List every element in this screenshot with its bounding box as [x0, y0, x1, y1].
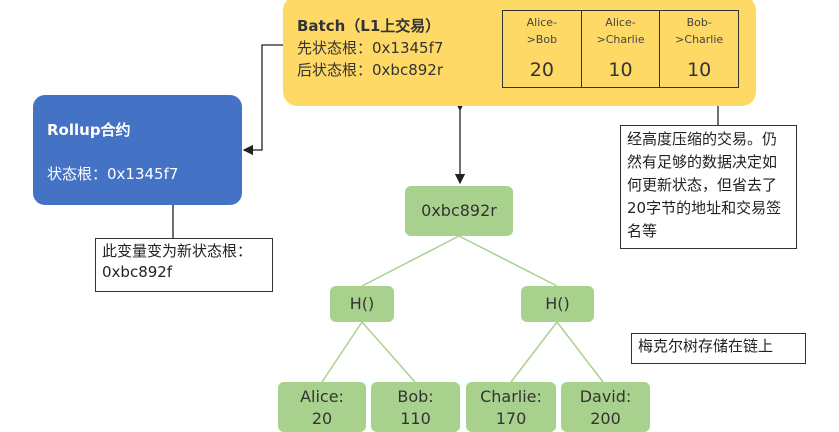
leaf-node: Bob:110: [371, 382, 460, 432]
leaf-node: Charlie:170: [466, 382, 556, 432]
rollup-state-root: 状态根：0x1345f7: [47, 165, 179, 183]
batch-pre-root: 先状态根：0x1345f7: [297, 39, 444, 57]
hash-node-right: H(): [521, 286, 594, 322]
rollup-title: Rollup合约: [47, 121, 131, 139]
connectors: [167, 44, 724, 383]
leaf-node: David:200: [561, 382, 650, 432]
batch-post-root: 后状态根：0xbc892r: [297, 61, 443, 79]
note-compressed: 经高度压缩的交易。仍然有足够的数据决定如何更新状态，但省去了20字节的地址和交易…: [620, 125, 797, 249]
batch-box: Batch（L1上交易） 先状态根：0x1345f7 后状态根：0xbc892r…: [283, 0, 756, 106]
rollup-contract-box: Rollup合约 状态根：0x1345f7: [33, 95, 242, 205]
batch-to-rollup-arrow: [242, 44, 283, 156]
hash-node-left: H(): [330, 286, 394, 322]
note-merkle: 梅克尔树存储在链上: [631, 333, 806, 364]
tree-edges: [321, 235, 604, 383]
batch-title: Batch（L1上交易）: [297, 17, 441, 35]
leaf-node: Alice:20: [278, 382, 366, 432]
note-state-var: 此变量变为新状态根：0xbc892f: [95, 238, 273, 292]
merkle-root-node: 0xbc892r: [405, 186, 513, 236]
